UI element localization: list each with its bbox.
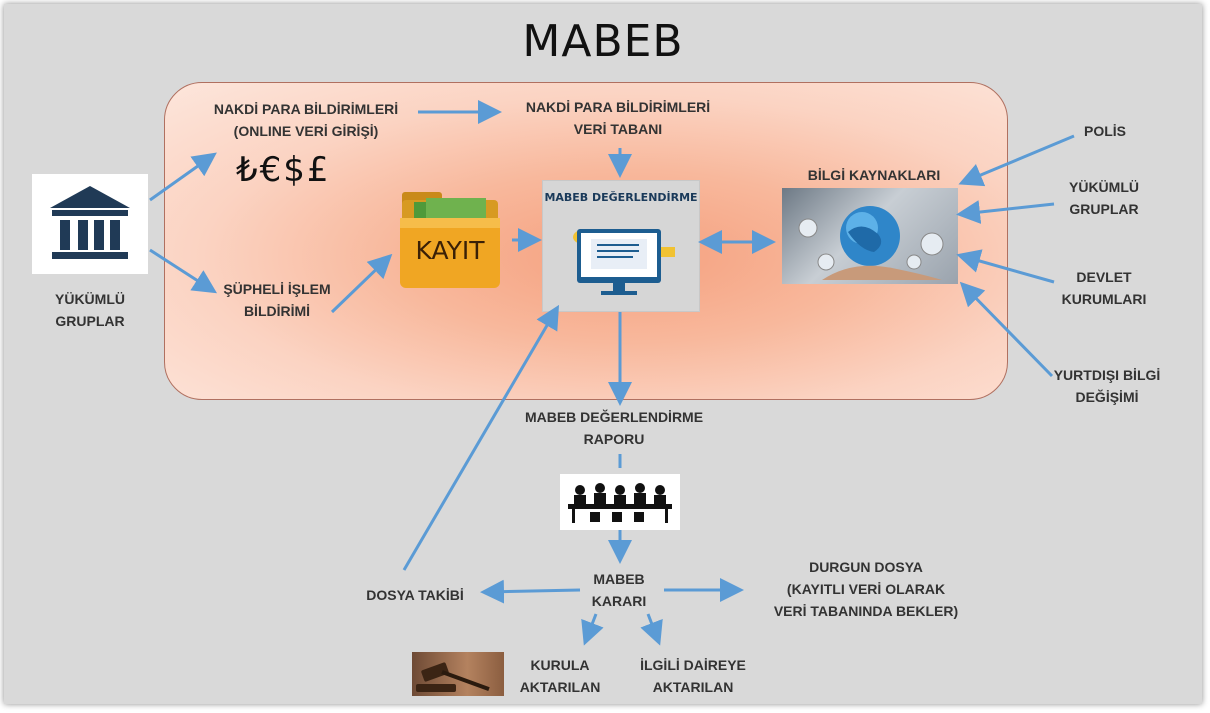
monitor-report-icon (573, 229, 675, 295)
arrow-supheli-to-kayit (330, 253, 393, 314)
degerlendirme-box: MABEB DEĞERLENDİRME (542, 180, 700, 312)
arrow-karar-to-kurula (581, 613, 604, 646)
arrow-bank-to-supheli (149, 248, 218, 294)
label-polis: POLİS (1083, 123, 1126, 139)
arrow-bank-to-nakdi (149, 152, 217, 202)
folder-icon: KAYIT (396, 184, 504, 292)
kayit-label: KAYIT (415, 236, 485, 265)
arrow-yukumlu-to-bilgi (956, 200, 1055, 224)
label-bilgi-kaynaklari: BİLGİ KAYNAKLARI (807, 167, 941, 183)
currency-symbols: ₺€$£ (236, 150, 331, 190)
meeting-silhouette-icon (560, 474, 680, 530)
arrow-devlet-to-bilgi (956, 249, 1055, 284)
arrow-karar-to-ilgili (640, 613, 663, 646)
gavel-icon (412, 652, 504, 696)
label-dosya-takibi: DOSYA TAKİBİ (366, 587, 464, 603)
globe-network-icon (782, 188, 958, 284)
label-nakdi-online: NAKDİ PARA BİLDİRİMLERİ(ONLINE VERİ GİRİ… (213, 101, 399, 139)
bank-building-icon (32, 174, 148, 274)
arrow-dosya-to-degerlendirme (402, 304, 560, 571)
page-title: MABEB (522, 16, 684, 67)
degerlendirme-box-title: MABEB DEĞERLENDİRME (544, 191, 698, 204)
arrow-karar-to-dosya (480, 579, 581, 604)
arrow-polis-to-bilgi (958, 134, 1075, 187)
arrow-yurtdisi-to-bilgi (959, 281, 1054, 378)
